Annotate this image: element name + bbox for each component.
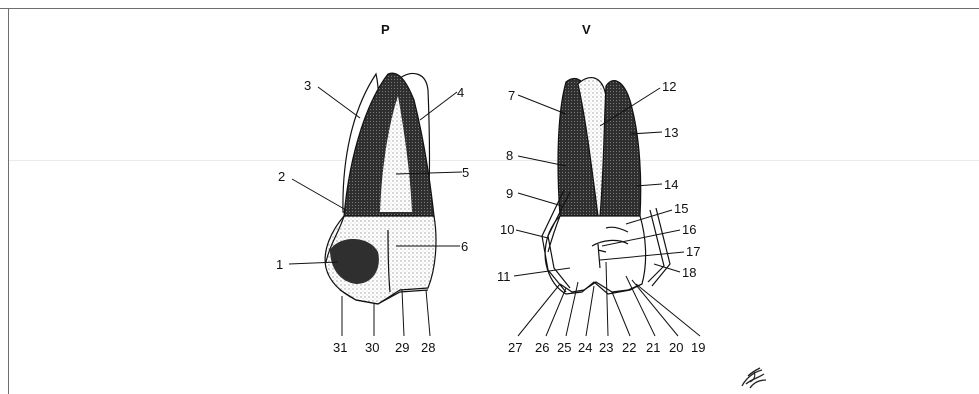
leader-22: [612, 292, 630, 336]
callout-3: 3: [304, 78, 311, 93]
leader-28: [426, 290, 430, 336]
leader-29: [402, 290, 404, 336]
callout-16: 16: [682, 222, 696, 237]
callout-17: 17: [686, 244, 700, 259]
callout-7: 7: [508, 88, 515, 103]
callout-15: 15: [674, 201, 688, 216]
callout-9: 9: [506, 186, 513, 201]
callout-12: 12: [662, 79, 676, 94]
callout-22: 22: [622, 340, 636, 355]
callout-20: 20: [669, 340, 683, 355]
leader-2: [292, 179, 346, 210]
leader-3: [318, 87, 360, 118]
callout-19: 19: [691, 340, 705, 355]
callout-25: 25: [557, 340, 571, 355]
callout-27: 27: [508, 340, 522, 355]
section-outline-right-inner: [652, 208, 670, 286]
callout-4: 4: [457, 85, 464, 100]
callout-24: 24: [578, 340, 592, 355]
leader-19: [636, 284, 700, 336]
callout-30: 30: [365, 340, 379, 355]
callout-21: 21: [646, 340, 660, 355]
tooth-palatal-view: [325, 73, 436, 304]
section-outline-right: [648, 210, 664, 282]
leader-9: [518, 193, 562, 206]
callout-1: 1: [276, 257, 283, 272]
callout-26: 26: [535, 340, 549, 355]
leader-24: [586, 286, 594, 336]
callout-8: 8: [506, 148, 513, 163]
leader-18: [654, 264, 680, 272]
leader-20: [632, 280, 678, 336]
callout-11: 11: [497, 269, 511, 284]
callout-23: 23: [599, 340, 613, 355]
leader-26: [546, 288, 566, 336]
leader-7: [518, 95, 566, 114]
callout-29: 29: [395, 340, 409, 355]
callout-2: 2: [278, 169, 285, 184]
callout-31: 31: [333, 340, 347, 355]
tooth-vestibular-view: [542, 78, 670, 294]
leader-27: [518, 284, 560, 336]
scribble-mark-icon: [736, 362, 770, 392]
callout-10: 10: [500, 222, 514, 237]
callout-14: 14: [664, 177, 678, 192]
callout-5: 5: [462, 165, 469, 180]
callout-6: 6: [461, 239, 468, 254]
callout-18: 18: [682, 265, 696, 280]
root-distobuccal: [600, 81, 641, 216]
callout-13: 13: [664, 125, 678, 140]
callout-28: 28: [421, 340, 435, 355]
